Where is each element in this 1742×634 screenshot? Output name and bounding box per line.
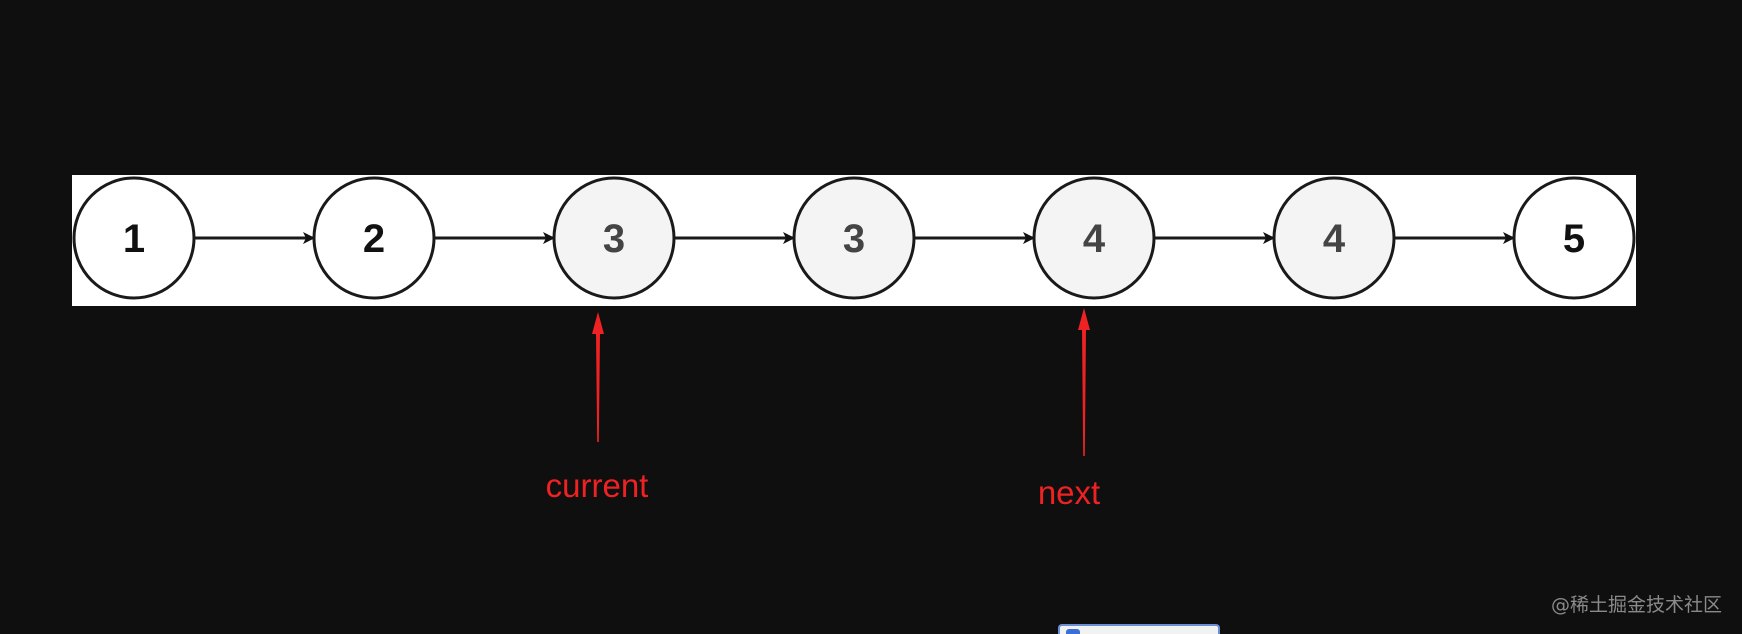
app-icon	[1066, 629, 1080, 634]
list-node-5: 4	[1032, 176, 1156, 300]
pointer-arrow	[1078, 308, 1090, 456]
node-circle	[552, 176, 676, 300]
node-label: 3	[843, 217, 865, 261]
popup-tab[interactable]	[1058, 624, 1220, 634]
node-circle	[1512, 176, 1636, 300]
node-circle	[1032, 176, 1156, 300]
node-label: 1	[123, 217, 145, 261]
node-label: 5	[1563, 217, 1585, 261]
pointer-label: current	[546, 467, 649, 504]
node-circle	[1272, 176, 1396, 300]
list-node-4: 3	[792, 176, 916, 300]
list-node-1: 1	[72, 176, 196, 300]
node-label: 2	[363, 217, 385, 261]
watermark: @稀土掘金技术社区	[1550, 594, 1722, 616]
list-node-2: 2	[312, 176, 436, 300]
pointer-current: current	[546, 312, 649, 504]
nodes-layer: 1 2 3 3 4 4 5	[72, 176, 1636, 300]
pointer-next: next	[1038, 308, 1100, 511]
pointer-arrow	[592, 312, 604, 442]
node-circle	[792, 176, 916, 300]
pointers-layer: current next	[546, 308, 1100, 511]
list-node-7: 5	[1512, 176, 1636, 300]
node-circle	[312, 176, 436, 300]
list-node-3: 3	[552, 176, 676, 300]
node-circle	[72, 176, 196, 300]
pointer-label: next	[1038, 474, 1100, 511]
node-label: 4	[1083, 217, 1106, 261]
node-label: 4	[1323, 217, 1346, 261]
node-label: 3	[603, 217, 625, 261]
list-node-6: 4	[1272, 176, 1396, 300]
